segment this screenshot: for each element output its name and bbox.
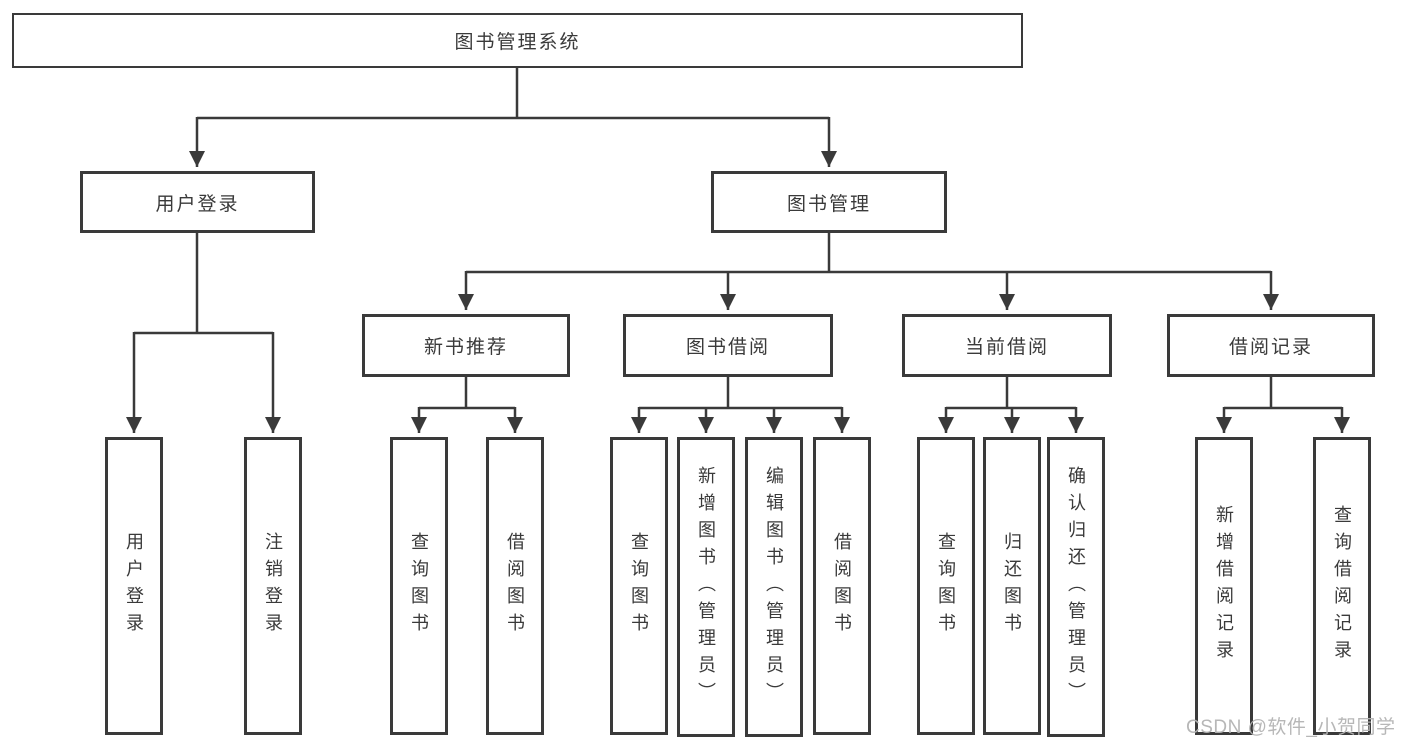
leaf-add-borrow-record-label: 新增借阅记录	[1214, 505, 1234, 667]
leaf-confirm-return-admin: 确认归还（管理员）	[1047, 437, 1105, 737]
leaf-add-borrow-record: 新增借阅记录	[1195, 437, 1253, 735]
node-library-system: 图书管理系统	[12, 13, 1023, 68]
leaf-current-query-books: 查询图书	[917, 437, 975, 735]
node-user-login-label: 用户登录	[155, 193, 240, 215]
leaf-edit-books-admin-label: 编辑图书（管理员）	[764, 465, 784, 709]
node-book-borrow-label: 图书借阅	[685, 337, 770, 358]
leaf-query-borrow-record-label: 查询借阅记录	[1332, 505, 1352, 667]
leaf-edit-books-admin: 编辑图书（管理员）	[745, 437, 803, 737]
leaf-borrow-query-books: 查询图书	[610, 437, 668, 735]
leaf-borrow-books: 借阅图书	[813, 437, 871, 735]
node-library-system-label: 图书管理系统	[454, 32, 581, 53]
node-borrow-records-label: 借阅记录	[1228, 337, 1313, 358]
node-current-borrow: 当前借阅	[902, 314, 1112, 377]
leaf-user-login: 用户登录	[105, 437, 163, 735]
leaf-return-books: 归还图书	[983, 437, 1041, 735]
csdn-watermark: CSDN @软件_小贺同学	[1186, 717, 1396, 738]
leaf-confirm-return-admin-label: 确认归还（管理员）	[1066, 465, 1086, 709]
node-book-management-label: 图书管理	[786, 193, 871, 215]
leaf-return-books-label: 归还图书	[1002, 532, 1022, 640]
leaf-recommend-borrow-books: 借阅图书	[486, 437, 544, 735]
leaf-recommend-query-books: 查询图书	[390, 437, 448, 735]
node-user-login: 用户登录	[80, 171, 315, 233]
leaf-logout-label: 注销登录	[263, 532, 283, 640]
leaf-borrow-books-label: 借阅图书	[832, 532, 852, 640]
leaf-borrow-query-books-label: 查询图书	[629, 532, 649, 640]
leaf-current-query-books-label: 查询图书	[936, 532, 956, 640]
node-current-borrow-label: 当前借阅	[964, 337, 1049, 358]
leaf-recommend-query-books-label: 查询图书	[409, 532, 429, 640]
leaf-logout: 注销登录	[244, 437, 302, 735]
leaf-add-books-admin-label: 新增图书（管理员）	[696, 465, 716, 709]
node-book-borrow: 图书借阅	[623, 314, 833, 377]
node-new-book-recommend-label: 新书推荐	[423, 337, 508, 358]
leaf-recommend-borrow-books-label: 借阅图书	[505, 532, 525, 640]
leaf-add-books-admin: 新增图书（管理员）	[677, 437, 735, 737]
node-borrow-records: 借阅记录	[1167, 314, 1375, 377]
node-book-management: 图书管理	[711, 171, 947, 233]
leaf-user-login-label: 用户登录	[124, 532, 144, 640]
node-new-book-recommend: 新书推荐	[362, 314, 570, 377]
leaf-query-borrow-record: 查询借阅记录	[1313, 437, 1371, 735]
